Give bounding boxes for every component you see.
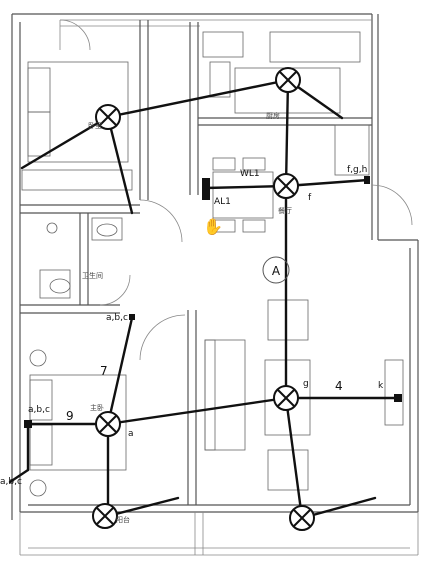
room-label-kitchen: 厨房: [266, 111, 280, 120]
switch-living: [394, 394, 402, 402]
panel-label: AL1: [214, 197, 231, 207]
lamp-master-bedroom-icon: [95, 411, 121, 437]
circuit-label-g: g: [303, 379, 309, 389]
lamp-dining-icon: [273, 173, 299, 199]
axis-bubble: [262, 256, 290, 284]
wiring: [8, 78, 400, 520]
switch-label-abc-left: a,b,c: [28, 405, 50, 415]
lamp-balcony-right-icon: [289, 505, 315, 531]
wire-count-9: 9: [66, 409, 74, 423]
lamp-balcony-left-icon: [92, 503, 118, 529]
switch-dining: [364, 176, 370, 184]
lamp-kitchen-icon: [275, 67, 301, 93]
circuit-label-f: f: [308, 193, 312, 203]
room-label-balcony: 阳台: [116, 515, 130, 524]
switch-label-abc-mid: a,b,c: [106, 313, 128, 323]
switch-label-fgh: f,g,h: [347, 165, 367, 175]
switch-mid: [129, 314, 135, 320]
room-label-bathroom: 卫生间: [82, 271, 103, 280]
room-label-master: 主卧: [90, 403, 104, 412]
circuit-label-a: a: [128, 429, 134, 439]
distribution-panel: [202, 178, 210, 200]
wire-count-7: 7: [100, 364, 108, 378]
switch-label-abc-lower: a,b,c: [0, 477, 22, 487]
room-label-bedroom: 卧室: [88, 121, 102, 130]
lamp-living-icon: [273, 385, 299, 411]
circuit-label-k: k: [378, 381, 384, 391]
hand-icon: ✋: [203, 217, 223, 236]
switch-master: [24, 420, 32, 428]
furniture: [21, 31, 404, 497]
lamp-small-bedroom-icon: [95, 104, 121, 130]
room-label-dining: 餐厅: [278, 206, 292, 215]
wire-count-4: 4: [335, 379, 343, 393]
panel-wl-label: WL1: [240, 169, 260, 179]
doors: [59, 19, 413, 361]
devices: [24, 176, 402, 428]
axis-label: A: [272, 264, 281, 278]
